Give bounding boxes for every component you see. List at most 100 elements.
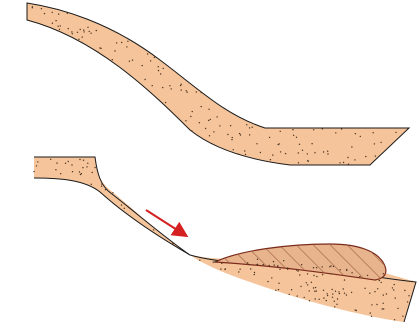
stipple-dot [77, 32, 78, 33]
stipple-dot [249, 134, 250, 135]
stipple-dot [269, 137, 270, 138]
stipple-dot [185, 120, 186, 121]
stipple-dot [79, 171, 80, 172]
upper-sediment-band [27, 3, 409, 165]
stipple-dot [306, 282, 307, 283]
stipple-dot [323, 151, 324, 152]
stipple-dot [238, 271, 239, 272]
stipple-dot [360, 136, 361, 137]
stipple-dot [313, 275, 314, 276]
stipple-dot [78, 39, 79, 40]
stipple-dot [121, 42, 122, 43]
stipple-dot [112, 59, 113, 60]
stipple-dot [96, 30, 97, 31]
stipple-dot [397, 308, 398, 309]
stipple-dot [287, 269, 288, 270]
stipple-dot [314, 291, 315, 292]
stipple-dot [393, 289, 394, 290]
stipple-dot [231, 139, 232, 140]
stipple-dot [52, 12, 53, 13]
stipple-dot [373, 132, 374, 133]
stipple-dot [71, 164, 72, 165]
stipple-dot [181, 89, 182, 90]
stipple-dot [402, 316, 403, 317]
stipple-dot [394, 319, 395, 320]
stipple-dot [332, 293, 333, 294]
stipple-dot [81, 42, 82, 43]
stipple-dot [311, 143, 312, 144]
stipple-dot [201, 106, 202, 107]
stipple-dot [392, 287, 393, 288]
stipple-dot [227, 134, 228, 135]
stipple-dot [274, 264, 275, 265]
stipple-dot [169, 85, 170, 86]
stipple-dot [79, 159, 80, 160]
stipple-dot [293, 135, 294, 136]
stipple-dot [334, 301, 335, 302]
stipple-dot [83, 29, 84, 30]
stipple-dot [101, 186, 102, 187]
stipple-dot [272, 154, 273, 155]
stipple-dot [158, 70, 159, 71]
stipple-dot [313, 287, 314, 288]
stipple-dot [336, 304, 337, 305]
stipple-dot [315, 298, 316, 299]
stipple-dot [374, 143, 375, 144]
stipple-dot [291, 289, 292, 290]
stipple-dot [247, 262, 248, 263]
stipple-dot [340, 269, 341, 270]
stipple-dot [112, 192, 113, 193]
stipple-dot [216, 116, 217, 117]
lower-slope-profile [33, 157, 416, 322]
stipple-dot [90, 33, 91, 34]
stipple-dot [105, 189, 106, 190]
stipple-dot [346, 294, 347, 295]
stipple-dot [326, 300, 327, 301]
stipple-dot [330, 265, 331, 266]
stipple-dot [254, 272, 255, 273]
stipple-dot [313, 267, 314, 268]
stipple-dot [316, 290, 317, 291]
stipple-dot [192, 111, 193, 112]
stipple-dot [263, 264, 264, 265]
stipple-dot [219, 125, 220, 126]
stipple-dot [129, 61, 130, 62]
stipple-dot [114, 50, 115, 51]
stipple-dot [355, 133, 356, 134]
stipple-dot [280, 151, 281, 152]
stipple-dot [383, 294, 384, 295]
stipple-dot [60, 25, 61, 26]
stipple-dot [239, 269, 240, 270]
stipple-dot [315, 287, 316, 288]
stipple-dot [248, 264, 249, 265]
stipple-dot [307, 160, 308, 161]
stipple-dot [244, 150, 245, 151]
stipple-dot [257, 259, 258, 260]
stipple-dot [83, 160, 84, 161]
stipple-dot [347, 157, 348, 158]
stipple-dot [80, 174, 81, 175]
stipple-dot [386, 293, 387, 294]
stipple-dot [114, 31, 115, 32]
stipple-dot [377, 288, 378, 289]
stipple-dot [322, 128, 323, 129]
stipple-dot [99, 47, 100, 48]
stipple-dot [371, 304, 372, 305]
stipple-dot [199, 122, 200, 123]
stipple-dot [87, 27, 88, 28]
stipple-dot [152, 85, 153, 86]
stipple-dot [304, 297, 305, 298]
stipple-dot [126, 46, 127, 47]
stipple-dot [58, 26, 59, 27]
stipple-dot [249, 127, 250, 128]
stipple-dot [292, 129, 293, 130]
stipple-dot [278, 289, 279, 290]
lower-base-outline [34, 178, 190, 255]
stipple-dot [208, 109, 209, 110]
stipple-dot [33, 171, 34, 172]
stipple-dot [32, 7, 33, 8]
stipple-dot [254, 274, 255, 275]
stipple-dot [299, 144, 300, 145]
stipple-dot [246, 124, 247, 125]
stipple-dot [273, 261, 274, 262]
